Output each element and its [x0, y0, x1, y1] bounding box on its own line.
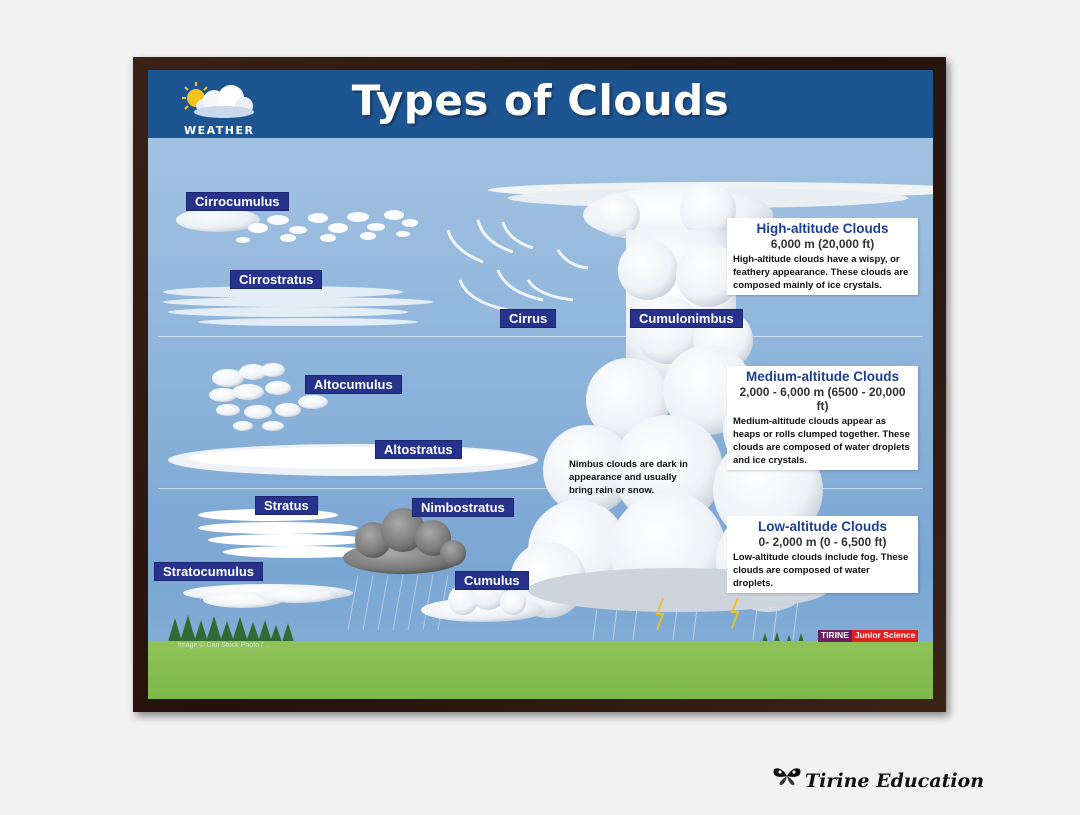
ground — [148, 641, 933, 699]
brand-left: TIRINE — [818, 630, 852, 642]
high-altitude-range: 6,000 m (20,000 ft) — [770, 237, 875, 251]
cirrostratus-cloud — [163, 286, 433, 326]
poster-title: Types of Clouds — [351, 76, 730, 125]
stratocumulus-cloud — [183, 584, 353, 608]
low-heading: Low-altitude Clouds — [758, 519, 887, 534]
label-cirrocumulus: Cirrocumulus — [186, 192, 289, 211]
brand-right: Junior Science — [851, 630, 919, 642]
medium-altitude-range: 2,000 - 6,000 m (6500 - 20,000 ft) — [739, 385, 906, 413]
nimbus-note: Nimbus clouds are dark in appearance and… — [569, 459, 688, 496]
cirrocumulus-cloud — [176, 208, 418, 243]
medium-description: Medium-altitude clouds appear as heaps o… — [733, 416, 910, 466]
altostratus-cloud — [168, 444, 538, 476]
medium-heading: Medium-altitude Clouds — [746, 369, 899, 384]
title-banner — [148, 70, 933, 138]
poster-frame: WEATHER Types of Clouds — [133, 57, 946, 712]
low-description: Low-altitude clouds include fog. These c… — [733, 552, 909, 589]
info-low-altitude: Low-altitude Clouds 0- 2,000 m (0 - 6,50… — [727, 516, 918, 593]
sun-cloud-icon — [182, 82, 254, 118]
label-cumulus: Cumulus — [455, 571, 529, 590]
trees-left — [168, 615, 294, 642]
nimbostratus-cloud — [343, 508, 466, 574]
cumulonimbus-rain — [592, 599, 799, 641]
label-stratus: Stratus — [255, 496, 318, 515]
label-cumulonimbus: Cumulonimbus — [630, 309, 743, 328]
stratus-cloud — [198, 509, 373, 558]
info-high-altitude: High-altitude Clouds 6,000 m (20,000 ft)… — [727, 218, 918, 295]
label-cirrus: Cirrus — [500, 309, 557, 328]
high-heading: High-altitude Clouds — [756, 221, 889, 236]
label-altostratus: Altostratus — [375, 440, 462, 459]
byline: Tirine Education — [805, 770, 985, 792]
cloud-poster: WEATHER Types of Clouds — [148, 70, 933, 699]
brand-logo: TIRINE Junior Science — [818, 630, 919, 642]
label-cirrostratus: Cirrostratus — [230, 270, 323, 289]
nimbostratus-rain — [347, 574, 449, 631]
cirrus-cloud — [446, 219, 589, 312]
image-credit: Image © Can Stock Photo / ... — [178, 642, 271, 649]
weather-logo-text: WEATHER — [184, 124, 255, 137]
low-altitude-range: 0- 2,000 m (0 - 6,500 ft) — [758, 535, 887, 549]
high-description: High-altitude clouds have a wispy, or fe… — [733, 254, 909, 291]
altocumulus-cloud — [209, 363, 328, 431]
label-nimbostratus: Nimbostratus — [412, 498, 514, 517]
butterfly-icon — [773, 768, 801, 785]
label-stratocumulus: Stratocumulus — [154, 562, 264, 581]
info-medium-altitude: Medium-altitude Clouds 2,000 - 6,000 m (… — [727, 366, 918, 470]
high-medium-divider — [158, 336, 923, 337]
label-altocumulus: Altocumulus — [305, 375, 402, 394]
medium-low-divider — [158, 488, 923, 489]
